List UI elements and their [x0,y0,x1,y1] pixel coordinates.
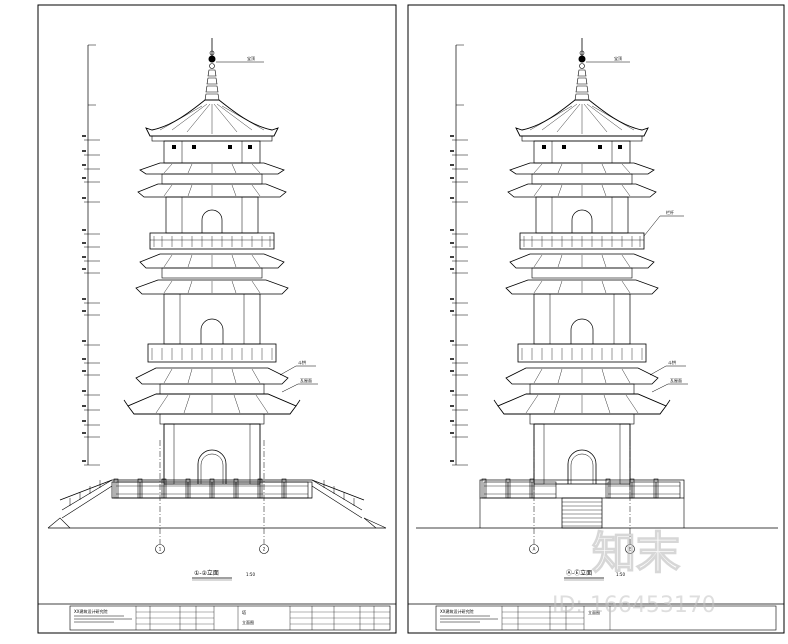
left-titleblock-company: XX建筑设计研究院 [74,608,107,614]
left-pagoda-elevation [123,37,301,485]
right-drawing-title: Ⓐ-Ⓔ立面 1:50 [564,569,625,581]
right-callout-roof: 瓦屋面 [670,377,682,383]
right-front-stairs [561,497,603,529]
left-sheet: 1 2 宝顶 斗拱 瓦屋面 ①-②立面 1:50 XX建筑设计研究 [37,4,397,634]
left-axis-label-2: 2 [263,547,266,552]
right-titleblock-company: XX建筑设计研究院 [440,608,473,614]
right-axis-label-e: E [629,547,632,552]
right-titleblock-sheet: 立面图 [588,609,600,615]
left-callouts: 宝顶 斗拱 瓦屋面 [216,55,318,393]
left-callout-bracket: 斗拱 [298,359,306,365]
right-sheet: A E 宝顶 栏杆 斗拱 瓦屋面 Ⓐ-Ⓔ立面 1:50 [407,4,785,634]
left-titleblock-project: 塔 [242,609,246,615]
left-callout-roof: 瓦屋面 [300,377,312,383]
right-callout-finial: 宝顶 [614,55,622,61]
right-elevation-ruler [449,44,469,466]
right-title-text: Ⓐ-Ⓔ立面 [566,569,592,577]
right-callouts: 宝顶 栏杆 斗拱 瓦屋面 [586,55,688,393]
left-elevation-ruler [81,44,101,466]
left-callout-finial: 宝顶 [247,55,255,61]
left-drawing-title: ①-②立面 1:50 [192,569,255,581]
left-title-text: ①-②立面 [194,569,219,577]
watermark-brand: 知末 [592,528,680,579]
right-title-scale: 1:50 [616,572,625,577]
watermark: 知末 ID: 166453170 [552,527,716,618]
left-title-block: XX建筑设计研究院 塔 立面图 [69,605,391,631]
right-podium [416,478,778,529]
right-sheet-border [407,4,785,634]
left-titleblock-sheet: 立面图 [242,619,254,625]
right-axis-label-a: A [533,547,536,552]
left-podium [47,478,387,529]
right-callout-bracket: 斗拱 [668,359,676,365]
left-title-scale: 1:50 [246,572,255,577]
right-grid-axes: A E [529,440,635,554]
left-sheet-border [37,4,397,634]
left-axis-label-1: 1 [159,547,162,552]
right-callout-railing: 栏杆 [666,209,674,215]
watermark-id: ID: 166453170 [552,593,716,618]
right-pagoda-elevation [493,37,671,485]
left-grid-axes: 1 2 [155,440,269,554]
right-title-block: XX建筑设计研究院 立面图 [435,605,777,631]
